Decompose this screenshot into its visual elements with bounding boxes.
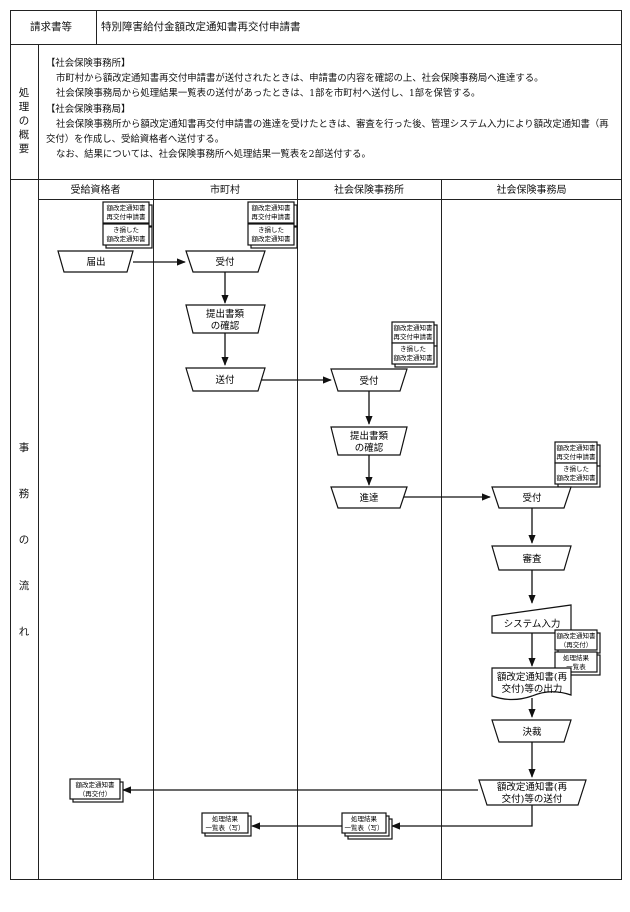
doc-text: 再交付申請書 [557, 452, 597, 461]
summary-line: 市町村から額改定通知書再交付申請書が送付されたときは、申請書の内容を確認の上、社… [56, 73, 544, 85]
shape-municipality-check: 提出書類 の確認 [185, 304, 266, 334]
doc-text: 額改定通知書 [76, 780, 116, 789]
shape-label: 審査 [522, 553, 542, 565]
shape-office-forward: 進達 [330, 486, 408, 509]
form-frame [10, 10, 622, 880]
shape-label: 受付 [359, 375, 379, 387]
shape-review: 審査 [491, 545, 572, 571]
summary-line: なお、結果については、社会保険事務所へ処理結果一覧表を2部送付する。 [56, 149, 371, 161]
shape-label: 受付 [522, 492, 542, 504]
shape-label: 進達 [359, 492, 379, 504]
shape-label: システム入力 [504, 618, 561, 630]
summary-line: 【社会保険事務所】 [46, 58, 131, 69]
doc-damaged-notice: き損した 額改定通知書 [247, 223, 298, 249]
doc-text: 額改定通知書 [252, 234, 292, 243]
shape-label: 決裁 [522, 726, 542, 738]
summary-line: 交付）を作成し、受給資格者へ送付する。 [46, 134, 225, 146]
lane-divider-1 [153, 179, 154, 880]
doc-text: （再交付） [560, 640, 593, 649]
column-header-municipality: 市町村 [210, 185, 240, 196]
doc-text: 額改定通知書 [557, 631, 597, 640]
shape-output-document: 額改定通知書(再 交付)等の出力 [491, 667, 572, 701]
column-header-divider [38, 199, 622, 200]
doc-damaged-notice: き損した 額改定通知書 [102, 223, 153, 249]
doc-text: 額改定通知書 [557, 443, 597, 452]
summary-label: 処理の概要 [18, 87, 30, 155]
summary-line: 社会保険事務局から処理結果一覧表の送付があったときは、1部を市町村へ送付し、1部… [56, 88, 481, 100]
doc-text: き損した [563, 464, 589, 473]
doc-text: 額改定通知書 [394, 323, 434, 332]
summary-line: 社会保険事務所から額改定通知書再交付申請書の進達を受けたときは、審査を行った後、… [56, 118, 609, 130]
shape-system-input: システム入力 [491, 604, 572, 634]
column-header-social-insurance-office: 社会保険事務所 [334, 185, 404, 196]
doc-text: 一覧表 [566, 662, 586, 671]
doc-application: 額改定通知書 再交付申請書 [102, 201, 153, 227]
doc-notice-reissue: 額改定通知書 （再交付） [554, 629, 601, 654]
header-cell-divider [96, 10, 97, 44]
doc-text: 再交付申請書 [394, 332, 434, 341]
summary-divider [10, 179, 622, 180]
shape-label: 送付 [215, 374, 235, 386]
doc-result-list-office: 処理結果 一覧表（写） [341, 812, 393, 840]
doc-text: 額改定通知書 [252, 203, 292, 212]
doc-text: 処理結果 [563, 653, 590, 662]
doc-text: 一覧表（写） [206, 823, 245, 832]
doc-text: き損した [400, 344, 426, 353]
doc-text: 再交付申請書 [252, 212, 292, 221]
shape-approval: 決裁 [491, 719, 572, 743]
doc-text: き損した [113, 225, 139, 234]
flow-label: 事務の流れ [18, 442, 30, 638]
shape-municipality-receive: 受付 [185, 250, 266, 273]
shape-label: の確認 [211, 320, 240, 332]
doc-text: （再交付） [79, 789, 112, 798]
doc-text: 額改定通知書 [107, 203, 147, 212]
doc-application: 額改定通知書 再交付申請書 [391, 321, 438, 347]
header-title: 特別障害給付金額改定通知書再交付申請書 [101, 21, 301, 33]
doc-stack-municipality: 額改定通知書 再交付申請書 き損した 額改定通知書 [247, 201, 298, 249]
column-header-recipient: 受給資格者 [70, 185, 121, 196]
lane-divider-2 [297, 179, 298, 880]
doc-text: 一覧表（写） [345, 823, 384, 832]
doc-text: 額改定通知書 [557, 473, 597, 482]
header-label: 請求書等 [30, 21, 72, 33]
shape-bureau-receive: 受付 [491, 486, 572, 509]
shape-municipality-send: 送付 [185, 367, 266, 392]
summary-line: 【社会保険事務局】 [46, 103, 131, 115]
doc-text: 処理結果 [212, 814, 239, 823]
doc-application: 額改定通知書 再交付申請書 [247, 201, 298, 227]
shape-label: 額改定通知書(再 [497, 781, 568, 793]
doc-stack-recipient: 額改定通知書 再交付申請書 き損した 額改定通知書 [102, 201, 153, 249]
label-column-divider [38, 44, 39, 880]
shape-send-notice: 額改定通知書(再 交付)等の送付 [478, 779, 587, 806]
shape-submit: 届出 [57, 250, 134, 273]
doc-text: 再交付申請書 [107, 212, 147, 221]
shape-label: 提出書類 [206, 308, 245, 320]
doc-application: 額改定通知書 再交付申請書 [554, 441, 601, 467]
doc-damaged-notice: き損した 額改定通知書 [391, 342, 438, 368]
doc-damaged-notice: き損した 額改定通知書 [554, 462, 601, 488]
shape-label: 交付)等の出力 [502, 683, 563, 695]
doc-text: き損した [258, 225, 284, 234]
shape-label: 届出 [86, 256, 105, 268]
arrow-send-results-to-office [391, 805, 533, 830]
shape-label: 受付 [215, 256, 235, 268]
header-divider [10, 44, 622, 45]
shape-label: 交付)等の送付 [502, 793, 563, 805]
shape-office-check: 提出書類 の確認 [330, 426, 408, 456]
shape-label: 額改定通知書(再 [497, 671, 568, 683]
doc-notice-reissue-received: 額改定通知書 （再交付） [69, 778, 124, 803]
doc-stack-office: 額改定通知書 再交付申請書 き損した 額改定通知書 [391, 321, 438, 368]
shape-label: 提出書類 [350, 430, 389, 442]
column-header-social-insurance-bureau: 社会保険事務局 [496, 185, 567, 196]
doc-text: 額改定通知書 [107, 234, 147, 243]
doc-text: 額改定通知書 [394, 353, 434, 362]
shape-label: の確認 [355, 442, 384, 454]
lane-divider-3 [441, 179, 442, 880]
doc-stack-bureau: 額改定通知書 再交付申請書 き損した 額改定通知書 [554, 441, 601, 488]
shape-office-receive: 受付 [330, 368, 408, 392]
summary-text: 【社会保険事務所】 市町村から額改定通知書再交付申請書が送付されたときは、申請書… [46, 56, 618, 162]
doc-text: 処理結果 [351, 814, 378, 823]
doc-result-list-copy-municipality: 処理結果 一覧表（写） [201, 812, 252, 837]
